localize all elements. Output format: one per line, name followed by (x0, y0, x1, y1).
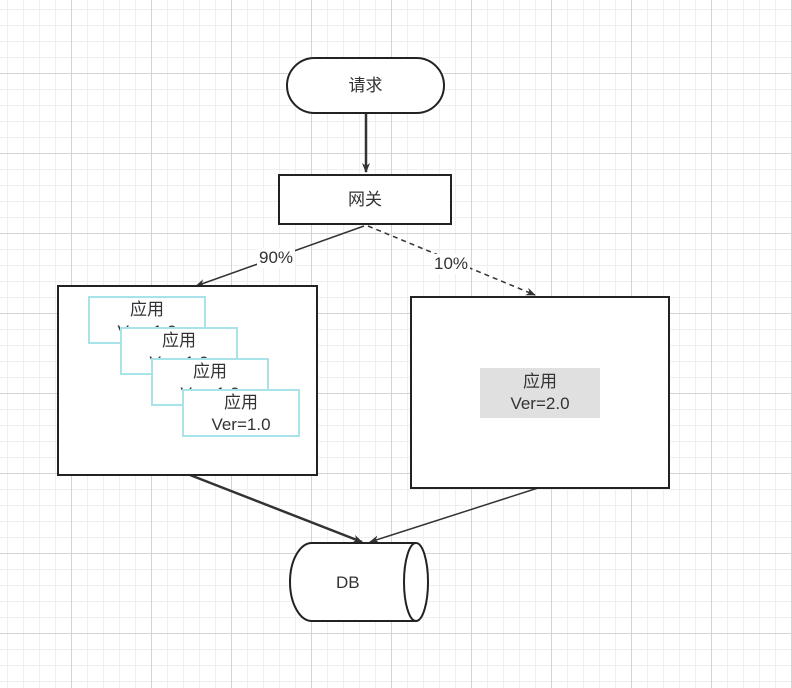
gateway-label: 网关 (348, 189, 382, 209)
gateway-node[interactable]: 网关 (278, 174, 452, 225)
edge-v1-db (189, 473, 363, 544)
v2-container[interactable]: 应用 Ver=2.0 (410, 296, 670, 489)
db-node[interactable] (285, 541, 445, 625)
v2-app-version: Ver=2.0 (510, 393, 570, 413)
request-node[interactable]: 请求 (286, 57, 445, 114)
v1-app-name: 应用 (162, 331, 196, 350)
v1-app-card[interactable]: 应用 Ver=1.0 (182, 389, 300, 437)
edge-label-90: 90% (257, 248, 296, 268)
request-label: 请求 (348, 75, 383, 95)
v1-app-version: Ver=1.0 (211, 415, 271, 434)
v2-app-box[interactable]: 应用 Ver=2.0 (480, 367, 600, 418)
edge-label-10: 10% (432, 254, 471, 274)
v1-app-name: 应用 (224, 393, 258, 412)
v1-app-name: 应用 (130, 300, 164, 319)
v1-app-name: 应用 (193, 362, 227, 381)
db-label: DB (336, 573, 360, 592)
edge-v2-db (369, 487, 539, 544)
v2-app-name: 应用 (523, 371, 557, 391)
